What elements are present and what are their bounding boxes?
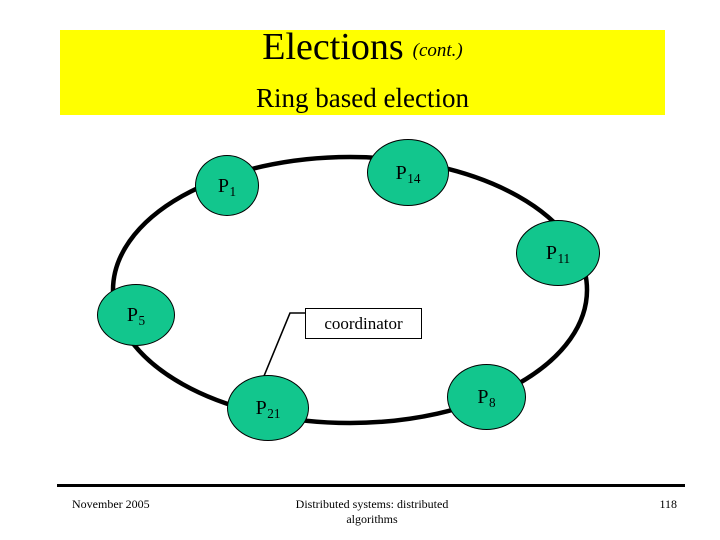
node-p8-label: P8: [477, 386, 496, 410]
ring-diagram: P1 P14 P11 P5 P21 P8 coordinator: [0, 120, 720, 465]
page-subtitle: Ring based election: [256, 83, 469, 113]
node-p14[interactable]: P14: [367, 139, 449, 206]
footer-title: Distributed systems: distributed algorit…: [207, 497, 537, 527]
node-p1[interactable]: P1: [195, 155, 259, 216]
node-p8-index: 8: [489, 395, 496, 410]
node-p5[interactable]: P5: [97, 284, 175, 346]
title-main-text: Elections: [262, 26, 404, 68]
node-p21-label: P21: [255, 397, 281, 421]
coordinator-label: coordinator: [324, 314, 403, 333]
node-p5-index: 5: [138, 313, 146, 328]
title-continuation-text: (cont.): [412, 40, 463, 61]
node-p21-index: 21: [267, 406, 281, 421]
footer-page-number: 118: [659, 497, 677, 511]
coordinator-callout-box[interactable]: coordinator: [305, 308, 422, 339]
footer-divider: [57, 484, 685, 487]
footer-title-line2: algorithms: [346, 512, 398, 526]
footer-date: November 2005: [72, 497, 150, 511]
title-banner: [60, 30, 665, 115]
node-p11-index: 11: [557, 251, 571, 266]
node-p11-label: P11: [545, 242, 571, 266]
node-p14-index: 14: [407, 170, 421, 186]
coordinator-leader-line: [263, 312, 305, 377]
node-p8[interactable]: P8: [447, 364, 526, 430]
node-p5-label: P5: [126, 304, 146, 328]
node-p1-index: 1: [229, 183, 237, 199]
page-title: Elections (cont.): [60, 28, 665, 66]
node-p14-label: P14: [395, 161, 421, 186]
slide-footer: November 2005 Distributed systems: distr…: [57, 494, 685, 534]
node-p1-label: P1: [217, 174, 237, 199]
node-p11[interactable]: P11: [516, 220, 600, 286]
footer-title-line1: Distributed systems: distributed: [295, 497, 449, 511]
node-p21[interactable]: P21: [227, 375, 309, 441]
